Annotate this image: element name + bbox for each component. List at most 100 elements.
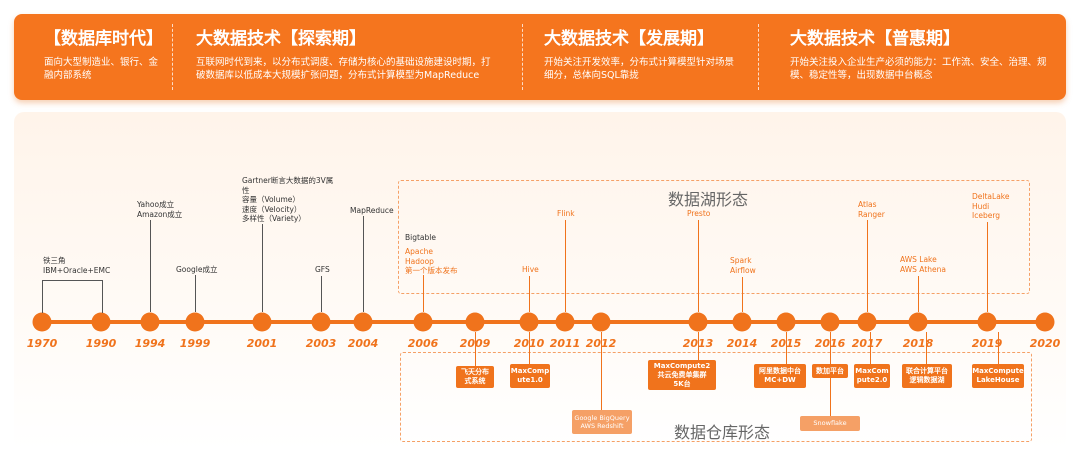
spark-airflow-label: Spark Airflow — [730, 256, 756, 275]
event-text: MaxCompute2 — [653, 361, 711, 370]
timeline-dot — [555, 312, 575, 332]
banner-divider — [522, 24, 523, 90]
year-label: 1970 — [26, 337, 58, 350]
timeline-dot — [252, 312, 272, 332]
mapreduce-label: MapReduce — [350, 206, 394, 215]
gfs-label: GFS — [315, 265, 330, 274]
event-text: 阿里数据中台 — [759, 367, 801, 375]
event-text: Iceberg — [972, 211, 1001, 220]
year-label: 2003 — [305, 337, 337, 350]
event-text: 5K台 — [673, 379, 691, 388]
bigquery-redshift-box: Google BigQuery AWS Redshift — [572, 410, 632, 434]
event-text: Amazon成立 — [137, 209, 183, 219]
timeline-dot — [413, 312, 433, 332]
maxcompute2-box: MaxCompute2 共云免费单集群 5K台 — [648, 360, 716, 390]
banner-inclusive-era: 大数据技术【普惠期】 开始关注投入企业生产必须的能力：工作流、安全、治理、规模、… — [790, 28, 1058, 82]
year-label: 2011 — [549, 337, 581, 350]
event-text: Yahoo成立 — [137, 200, 175, 209]
snowflake-box: Snowflake — [800, 416, 860, 431]
banner-title: 大数据技术【普惠期】 — [790, 29, 960, 49]
banner-desc: 开始关注开发效率，分布式计算模型针对场景细分，总体向SQL靠拢 — [544, 57, 735, 81]
event-line — [195, 275, 196, 312]
event-text: AWS Redshift — [580, 422, 624, 430]
event-text: 共云免费单集群 — [657, 370, 707, 379]
event-text: MaxCompute — [972, 367, 1024, 375]
flink-label: Flink — [557, 209, 575, 218]
event-text: AWS Lake — [900, 255, 937, 264]
event-text: MaxCom — [855, 367, 889, 375]
data-warehouse-region — [400, 352, 1032, 442]
gartner-label: Gartner断言大数据的3V属 性 容量（Volume） 速度（Velocit… — [242, 176, 333, 224]
data-warehouse-title: 数据仓库形态 — [674, 423, 771, 442]
timeline-dot — [908, 312, 928, 332]
event-line — [262, 224, 263, 312]
year-label: 2004 — [347, 337, 379, 350]
event-text: AWS Athena — [900, 264, 946, 274]
timeline-dot — [32, 312, 52, 332]
banner-database-era: 【数据库时代】 面向大型制造业、银行、金融内部系统 — [44, 28, 164, 82]
event-text: 速度（Velocity） — [242, 204, 302, 214]
timeline-dot — [140, 312, 160, 332]
event-text: Apache — [405, 247, 433, 256]
banner-desc: 互联网时代到来，以分布式调度、存储为核心的基础设施建设时期，打破数据库以低成本大… — [196, 57, 491, 81]
timeline-dot — [977, 312, 997, 332]
year-label: 2020 — [1029, 337, 1061, 350]
maxcompute20-box: MaxCom pute2.0 — [854, 364, 890, 388]
event-line — [601, 332, 602, 410]
event-line — [786, 332, 787, 364]
event-text: 逻辑数据湖 — [909, 376, 945, 384]
banner-title: 大数据技术【探索期】 — [196, 29, 366, 49]
timeline-dot — [857, 312, 877, 332]
timeline-dot — [776, 312, 796, 332]
iron-triangle-bracket — [42, 280, 103, 313]
event-line — [321, 276, 322, 312]
banner-desc: 开始关注投入企业生产必须的能力：工作流、安全、治理、规模、稳定性等，出现数据中台… — [790, 57, 1047, 81]
timeline-dot — [465, 312, 485, 332]
event-text: Airflow — [730, 265, 756, 275]
era-banner: 【数据库时代】 面向大型制造业、银行、金融内部系统 大数据技术【探索期】 互联网… — [14, 14, 1066, 100]
event-line — [150, 220, 151, 312]
timeline-dot — [519, 312, 539, 332]
banner-title: 大数据技术【发展期】 — [544, 29, 714, 49]
event-line — [998, 332, 999, 364]
banner-title: 【数据库时代】 — [44, 29, 163, 49]
event-text: 多样性（Variety） — [242, 214, 306, 223]
yahoo-amazon-label: Yahoo成立 Amazon成立 — [137, 200, 182, 219]
timeline-stage — [14, 112, 1066, 450]
event-text: IBM+Oracle+EMC — [43, 265, 111, 275]
year-label: 2018 — [902, 337, 934, 350]
event-text: Spark — [730, 256, 752, 265]
data-lake-region — [398, 180, 1030, 294]
timeline-dot — [688, 312, 708, 332]
timeline-axis — [40, 320, 1046, 324]
timeline-dot — [185, 312, 205, 332]
year-label: 2017 — [851, 337, 883, 350]
event-text: 飞天分布 — [461, 368, 489, 376]
timeline-dot — [311, 312, 331, 332]
year-label: 2019 — [971, 337, 1003, 350]
event-text: Hudi — [972, 201, 990, 211]
lakehouse-box: MaxCompute LakeHouse — [972, 364, 1024, 388]
event-text: 式系统 — [464, 377, 486, 385]
year-label: 2006 — [407, 337, 439, 350]
event-text: Atlas — [858, 200, 877, 209]
banner-explore-era: 大数据技术【探索期】 互联网时代到来，以分布式调度、存储为核心的基础设施建设时期… — [196, 28, 496, 82]
year-label: 2001 — [246, 337, 278, 350]
timeline-dot — [591, 312, 611, 332]
event-text: pute2.0 — [856, 376, 888, 384]
timeline-dot — [91, 312, 111, 332]
event-line — [698, 332, 699, 360]
year-label: 1999 — [179, 337, 211, 350]
event-line — [742, 277, 743, 312]
event-text: Google BigQuery — [574, 413, 630, 422]
event-text: MC+DW — [764, 376, 796, 384]
event-text: DeltaLake — [972, 192, 1010, 201]
deltalake-label: DeltaLake Hudi Iceberg — [972, 192, 1009, 221]
event-line — [423, 275, 424, 312]
event-text: Gartner断言大数据的3V属 — [242, 176, 334, 185]
banner-desc: 面向大型制造业、银行、金融内部系统 — [44, 57, 159, 81]
year-label: 1994 — [134, 337, 166, 350]
event-text: LakeHouse — [976, 376, 1020, 384]
event-line — [529, 332, 530, 364]
event-line — [926, 332, 927, 364]
